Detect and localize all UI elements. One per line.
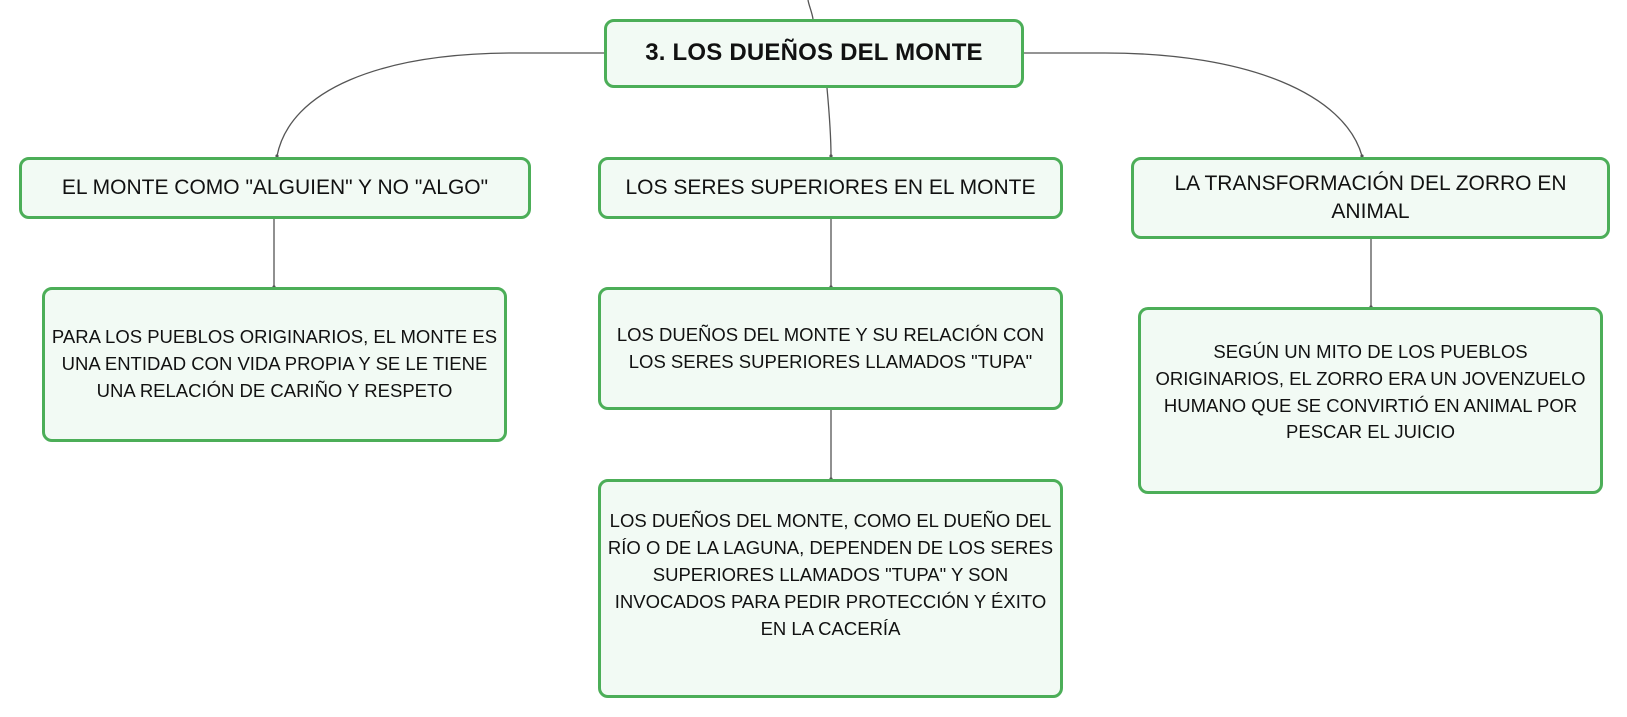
connector-root-branch-2 bbox=[826, 87, 832, 157]
connector-incoming bbox=[807, 0, 814, 20]
branch-node-label: EL MONTE COMO "ALGUIEN" Y NO "ALGO" bbox=[61, 175, 489, 199]
leaf-node-text: PARA LOS PUEBLOS ORIGINARIOS, EL MONTE E… bbox=[51, 326, 498, 401]
connector-root-branch-1 bbox=[276, 52, 604, 157]
leaf-node-text: SEGÚN UN MITO DE LOS PUEBLOS ORIGINARIOS… bbox=[1155, 340, 1586, 443]
branch-node-seres-superiores[interactable]: LOS SERES SUPERIORES EN EL MONTE bbox=[598, 157, 1063, 219]
leaf-node-mito-zorro[interactable]: SEGÚN UN MITO DE LOS PUEBLOS ORIGINARIOS… bbox=[1138, 307, 1603, 494]
branch-node-transformacion-zorro[interactable]: LA TRANSFORMACIÓN DEL ZORRO EN ANIMAL bbox=[1131, 157, 1610, 239]
leaf-node-duenos-proteccion[interactable]: LOS DUEÑOS DEL MONTE, COMO EL DUEÑO DEL … bbox=[598, 479, 1063, 698]
branch-node-label: LA TRANSFORMACIÓN DEL ZORRO EN ANIMAL bbox=[1174, 171, 1567, 223]
leaf-node-text: LOS DUEÑOS DEL MONTE, COMO EL DUEÑO DEL … bbox=[607, 510, 1054, 639]
leaf-node-relacion-tupa[interactable]: LOS DUEÑOS DEL MONTE Y SU RELACIÓN CON L… bbox=[598, 287, 1063, 410]
branch-node-monte-alguien[interactable]: EL MONTE COMO "ALGUIEN" Y NO "ALGO" bbox=[19, 157, 531, 219]
leaf-node-monte-entidad[interactable]: PARA LOS PUEBLOS ORIGINARIOS, EL MONTE E… bbox=[42, 287, 507, 442]
leaf-node-text: LOS DUEÑOS DEL MONTE Y SU RELACIÓN CON L… bbox=[616, 323, 1045, 372]
root-node-label: 3. LOS DUEÑOS DEL MONTE bbox=[645, 39, 983, 67]
connector-root-branch-3 bbox=[1024, 52, 1363, 157]
root-node[interactable]: 3. LOS DUEÑOS DEL MONTE bbox=[604, 19, 1024, 88]
branch-node-label: LOS SERES SUPERIORES EN EL MONTE bbox=[625, 175, 1036, 199]
